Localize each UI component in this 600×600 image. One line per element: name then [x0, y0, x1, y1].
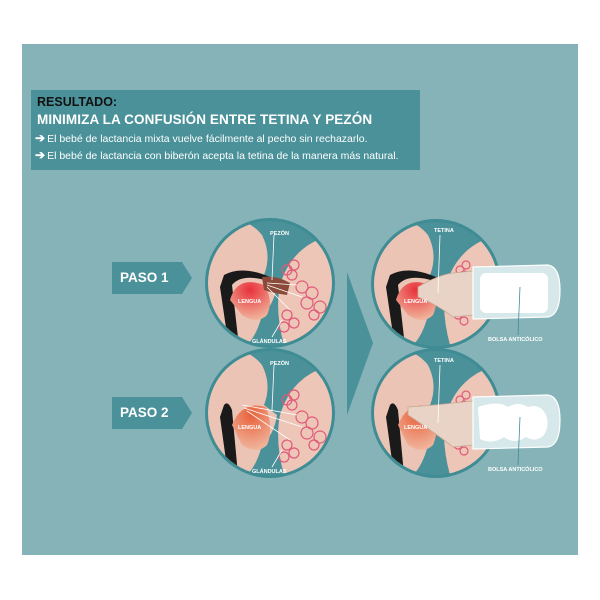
step-tag-shape — [112, 262, 192, 294]
glands-label: GLÁNDULAS — [252, 468, 287, 475]
tongue-label: LENGUA — [238, 299, 261, 305]
transition-arrow-icon — [347, 272, 373, 415]
teat-label: TETINA — [434, 358, 454, 364]
tongue-label: LENGUA — [404, 425, 427, 431]
breastfeeding-diagram-step-2: PEZÓN LENGUA GLÁNDULAS — [205, 348, 335, 478]
step-tag-shape — [112, 397, 192, 429]
bottle-feeding-diagram-step-1: TETINA LENGUA BOLSA ANTICÓLICO — [371, 219, 561, 349]
bullet-item: ➔El bebé de lactancia con biberón acepta… — [35, 148, 399, 162]
step-1-label: PASO 1 — [112, 262, 192, 294]
result-label: RESULTADO: — [37, 95, 118, 109]
result-header-box: RESULTADO: MINIMIZA LA CONFUSIÓN ENTRE T… — [31, 90, 420, 170]
nipple-label: PEZÓN — [270, 229, 289, 237]
tongue-label: LENGUA — [238, 425, 261, 431]
anti-colic-bag-label: BOLSA ANTICÓLICO — [488, 335, 543, 343]
step-2-label: PASO 2 — [112, 397, 192, 429]
tongue-label: LENGUA — [404, 299, 427, 305]
arrow-right-icon: ➔ — [35, 148, 46, 162]
teat-label: TETINA — [434, 228, 454, 234]
anti-colic-bag-label: BOLSA ANTICÓLICO — [488, 465, 543, 473]
bottle-feeding-diagram-step-2: TETINA LENGUA BOLSA ANTICÓLICO — [371, 348, 561, 478]
result-title: MINIMIZA LA CONFUSIÓN ENTRE TETINA Y PEZ… — [37, 112, 373, 127]
glands-label: GLÁNDULAS — [252, 338, 287, 345]
breastfeeding-diagram-step-1: PEZÓN LENGUA GLÁNDULAS — [205, 218, 335, 348]
nipple-label: PEZÓN — [270, 359, 289, 367]
bullet-item: ➔El bebé de lactancia mixta vuelve fácil… — [35, 131, 368, 145]
arrow-right-icon: ➔ — [35, 131, 46, 145]
